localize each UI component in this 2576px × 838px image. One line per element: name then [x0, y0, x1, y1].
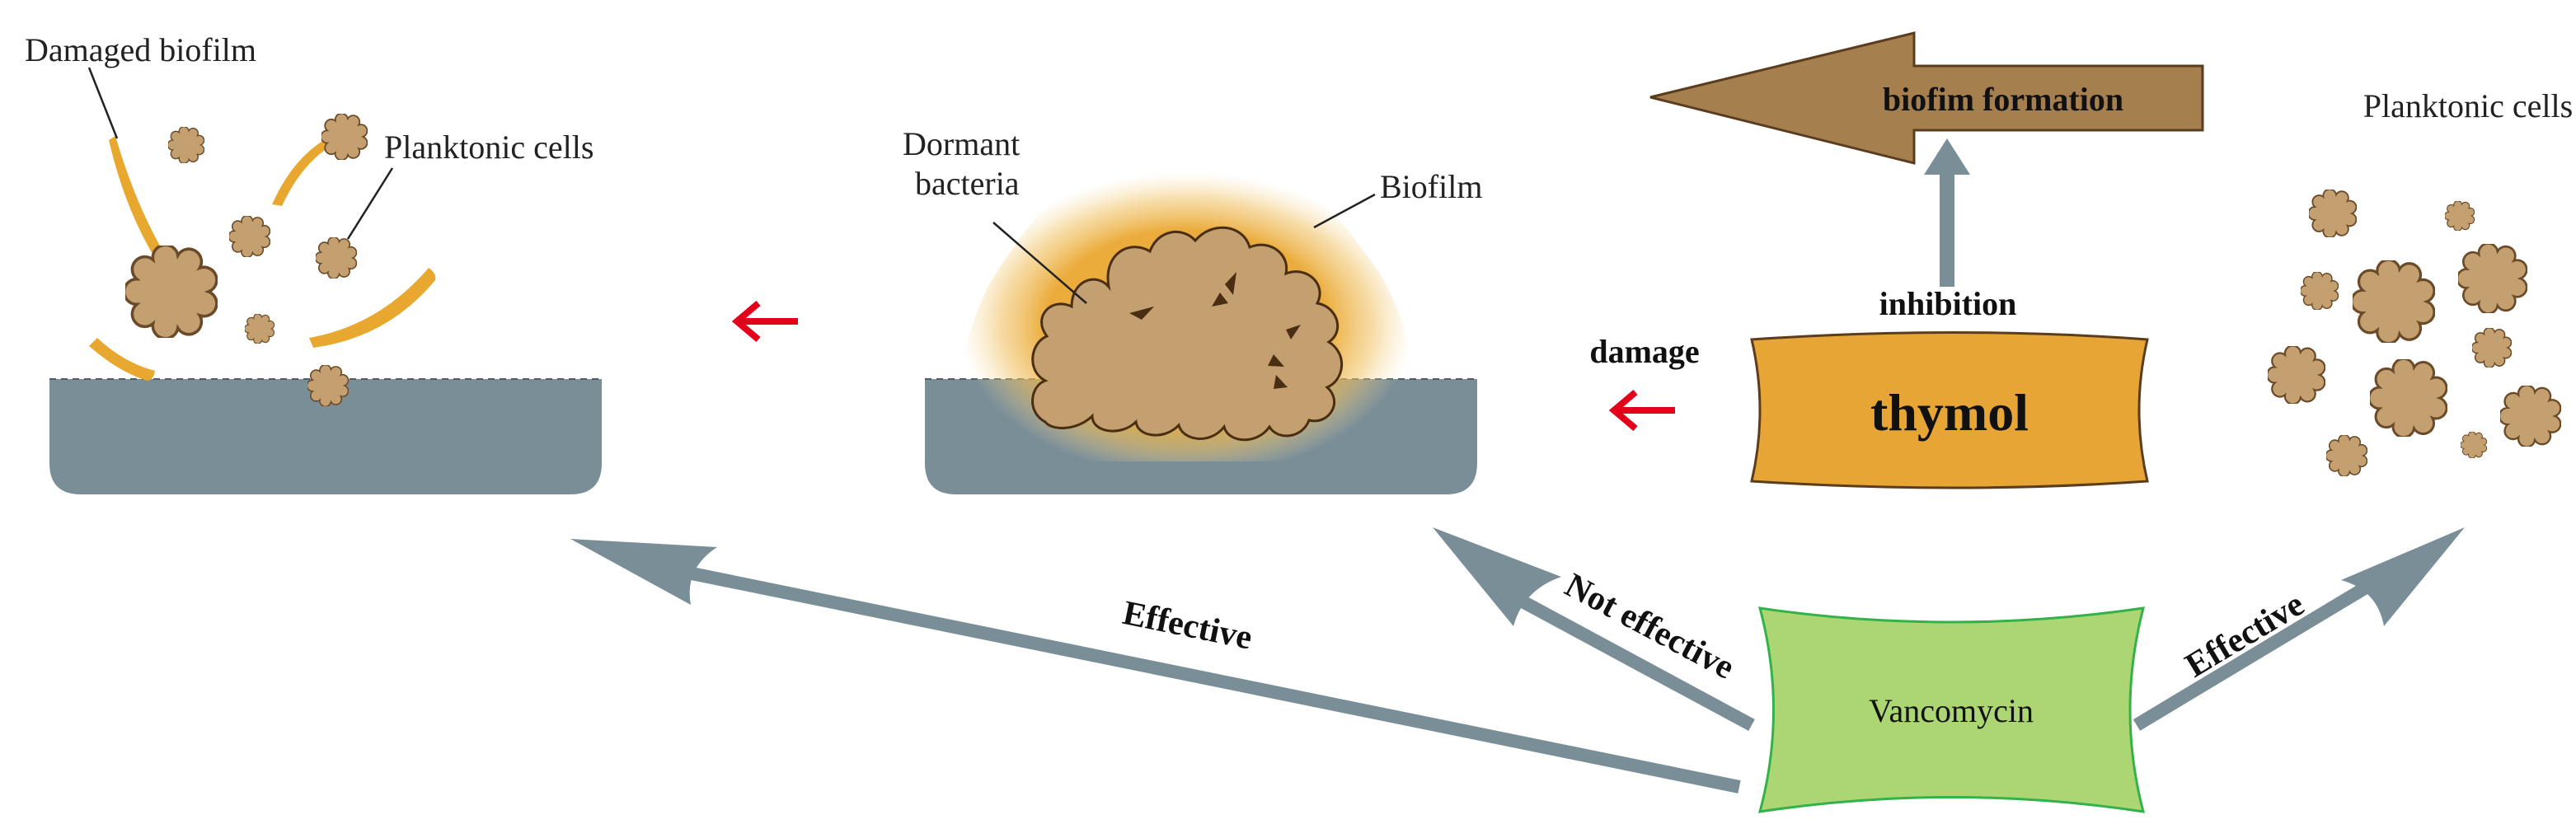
left-panel: Damaged biofilm Planktonic cells	[25, 31, 602, 494]
biofilm-fragment-1	[109, 136, 194, 300]
inhibition-arrow	[1924, 138, 1970, 287]
cell	[125, 246, 218, 338]
not-effective-arrow	[1433, 527, 1755, 732]
cell	[2500, 386, 2561, 447]
cell	[2370, 359, 2447, 437]
damage-label: damage	[1589, 333, 1699, 370]
cell	[2445, 201, 2475, 231]
planktonic-cells-right-label: Planktonic cells	[2363, 87, 2573, 124]
cell	[168, 127, 204, 163]
right-panel: Planktonic cells	[2268, 87, 2573, 476]
left-surface	[49, 379, 602, 494]
effective-left-label: Effective	[1119, 594, 1255, 658]
cell	[2301, 272, 2339, 310]
cell	[316, 237, 357, 279]
cell	[2268, 346, 2325, 404]
dormant-label-line1: Dormant	[903, 125, 1020, 162]
thymol-box: thymol	[1750, 331, 2149, 489]
bacteria-mass	[1031, 226, 1343, 442]
cell	[245, 314, 274, 344]
damaged-biofilm-label: Damaged biofilm	[25, 31, 256, 68]
effective-left-arrow	[570, 539, 1741, 794]
planktonic-cells-left-label: Planktonic cells	[384, 129, 594, 166]
inhibition-label: inhibition	[1879, 285, 2017, 322]
biofilm-fragment-4	[309, 268, 436, 348]
thymol-label: thymol	[1870, 383, 2029, 442]
cell	[2458, 244, 2527, 313]
cell	[229, 216, 270, 257]
biofilm-fragment-3	[89, 338, 155, 381]
biofilm-formation-arrow: biofim formation	[1649, 31, 2204, 165]
dormant-label-line2: bacteria	[915, 165, 1020, 202]
biofilm-formation-label: biofim formation	[1883, 81, 2123, 118]
cell	[2309, 190, 2357, 237]
cell	[2472, 328, 2512, 368]
effective-right-arrow	[2133, 527, 2465, 731]
cell	[321, 114, 368, 160]
cell	[2353, 260, 2435, 343]
vancomycin-box: Vancomycin	[1757, 606, 2146, 813]
cell	[2461, 432, 2487, 458]
red-arrow-damage	[1608, 389, 1675, 432]
vancomycin-label: Vancomycin	[1869, 692, 2034, 729]
cell	[2326, 435, 2367, 476]
biofilm-label: Biofilm	[1380, 168, 1482, 205]
middle-panel: Dormant bacteria Biofilm	[903, 125, 1482, 494]
red-arrow-left	[731, 300, 798, 343]
